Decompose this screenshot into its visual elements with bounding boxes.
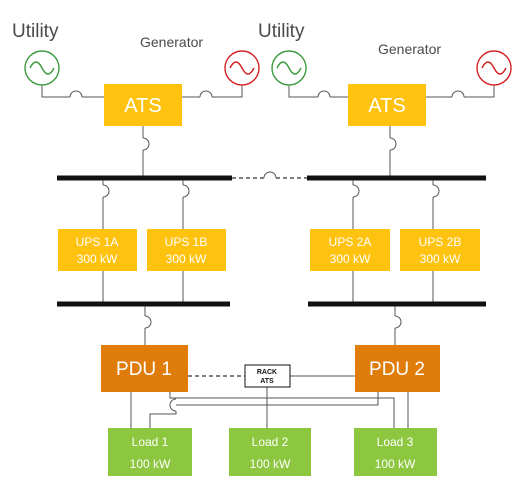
rack-ats: RACK ATS — [244, 364, 291, 388]
generator-right-symbol — [476, 50, 512, 86]
ups-2a: UPS 2A 300 kW — [310, 229, 390, 271]
ups-1a: UPS 1A 300 kW — [58, 229, 137, 271]
ups-1a-name: UPS 1A — [76, 235, 119, 249]
rack-ats-line2: ATS — [260, 378, 274, 385]
ups-2b-capacity: 300 kW — [420, 252, 461, 266]
utility-right-label: Utility — [258, 21, 305, 42]
load-3-capacity: 100 kW — [375, 457, 416, 471]
generator-left-label: Generator — [140, 34, 203, 50]
pdu-1-label: PDU 1 — [116, 359, 172, 380]
load-1-name: Load 1 — [132, 435, 169, 449]
generator-right-label: Generator — [378, 41, 441, 57]
ups-2b: UPS 2B 300 kW — [400, 229, 480, 271]
utility-right-symbol — [271, 50, 307, 86]
rack-ats-line1: RACK — [257, 369, 277, 376]
ats-right: ATS — [348, 84, 426, 126]
ups-1b: UPS 1B 300 kW — [147, 229, 226, 271]
generator-left-symbol — [224, 50, 260, 86]
load-3: Load 3 100 kW — [354, 428, 437, 476]
ups-1b-capacity: 300 kW — [166, 252, 207, 266]
pdu-feed-wiring — [144, 306, 402, 345]
pdu-2-label: PDU 2 — [369, 359, 425, 380]
utility-left-symbol — [24, 50, 60, 86]
ups-2a-capacity: 300 kW — [330, 252, 371, 266]
ups-feed-wiring — [102, 180, 440, 302]
ups-2a-name: UPS 2A — [329, 235, 372, 249]
bus-tie — [232, 171, 307, 179]
load-3-name: Load 3 — [377, 435, 414, 449]
ups-2b-name: UPS 2B — [419, 235, 462, 249]
load-2-capacity: 100 kW — [250, 457, 291, 471]
load-1: Load 1 100 kW — [108, 428, 192, 476]
ats-left: ATS — [104, 84, 182, 126]
pdu-1: PDU 1 — [101, 345, 188, 392]
left-source-wiring — [41, 86, 243, 176]
load-distribution-wiring — [130, 375, 409, 428]
pdu-2: PDU 2 — [355, 345, 440, 392]
load-2-name: Load 2 — [252, 435, 289, 449]
load-1-capacity: 100 kW — [130, 457, 171, 471]
load-2: Load 2 100 kW — [229, 428, 311, 476]
ups-1b-name: UPS 1B — [165, 235, 208, 249]
utility-left-label: Utility — [12, 21, 59, 42]
right-source-wiring — [288, 86, 495, 176]
ups-1a-capacity: 300 kW — [77, 252, 118, 266]
ats-right-label: ATS — [368, 95, 405, 117]
ats-left-label: ATS — [124, 95, 161, 117]
